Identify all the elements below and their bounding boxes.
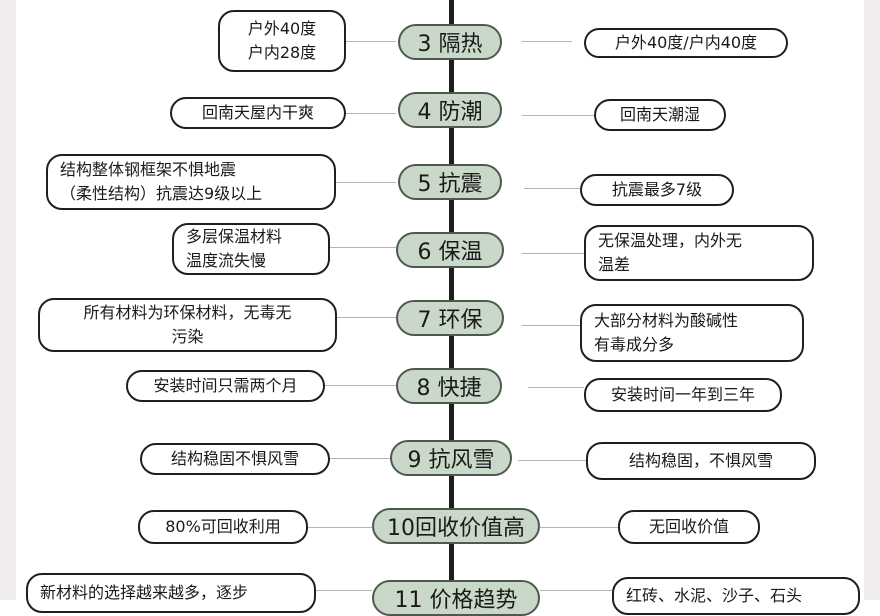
connector-right (540, 527, 618, 528)
connector-left (346, 113, 396, 114)
advantage-note: 80%可回收利用 (138, 510, 308, 544)
stage-pill: 10回收价值高 (372, 508, 540, 544)
connector-right (522, 41, 572, 42)
stage-pill: 4 防潮 (398, 92, 502, 128)
stage-pill: 7 环保 (396, 300, 504, 336)
stage-pill: 8 快捷 (396, 368, 502, 404)
connector-left (308, 527, 372, 528)
comparison-note: 无保温处理，内外无 温差 (584, 225, 814, 281)
advantage-note: 安装时间只需两个月 (126, 370, 325, 402)
comparison-note: 户外40度/户内40度 (584, 28, 788, 58)
advantage-note: 回南天屋内干爽 (170, 97, 346, 129)
comparison-note: 无回收价值 (618, 510, 760, 544)
page-edge-left (0, 0, 16, 600)
connector-left (336, 182, 396, 183)
advantage-note: 新材料的选择越来越多，逐步 (26, 573, 316, 613)
connector-left (325, 385, 396, 386)
advantage-note: 户外40度 户内28度 (218, 10, 346, 72)
advantage-note: 所有材料为环保材料，无毒无 污染 (38, 298, 337, 352)
connector-left (346, 41, 396, 42)
advantage-note: 多层保温材料 温度流失慢 (172, 223, 330, 275)
connector-right (518, 460, 586, 461)
stage-pill: 5 抗震 (398, 164, 502, 200)
connector-right (540, 590, 616, 591)
advantage-note: 结构稳固不惧风雪 (140, 443, 330, 475)
connector-right (528, 387, 584, 388)
comparison-note: 红砖、水泥、沙子、石头 (612, 577, 860, 615)
comparison-note: 结构稳固，不惧风雪 (586, 442, 816, 480)
connector-right (522, 115, 594, 116)
page-edge-right (864, 0, 880, 600)
stage-pill: 9 抗风雪 (390, 440, 512, 476)
stage-pill: 6 保温 (396, 232, 504, 268)
connector-left (330, 247, 396, 248)
connector-right (522, 325, 580, 326)
stage-pill: 11 价格趋势 (372, 580, 540, 616)
comparison-note: 大部分材料为酸碱性 有毒成分多 (580, 304, 804, 362)
advantage-note: 结构整体钢框架不惧地震 （柔性结构）抗震达9级以上 (46, 154, 336, 210)
comparison-note: 抗震最多7级 (580, 174, 734, 206)
comparison-note: 安装时间一年到三年 (584, 378, 782, 412)
connector-right (524, 188, 580, 189)
comparison-note: 回南天潮湿 (594, 99, 726, 131)
connector-left (337, 317, 396, 318)
stage-pill: 3 隔热 (398, 24, 502, 60)
connector-left (330, 458, 390, 459)
connector-left (316, 590, 372, 591)
connector-right (522, 253, 584, 254)
